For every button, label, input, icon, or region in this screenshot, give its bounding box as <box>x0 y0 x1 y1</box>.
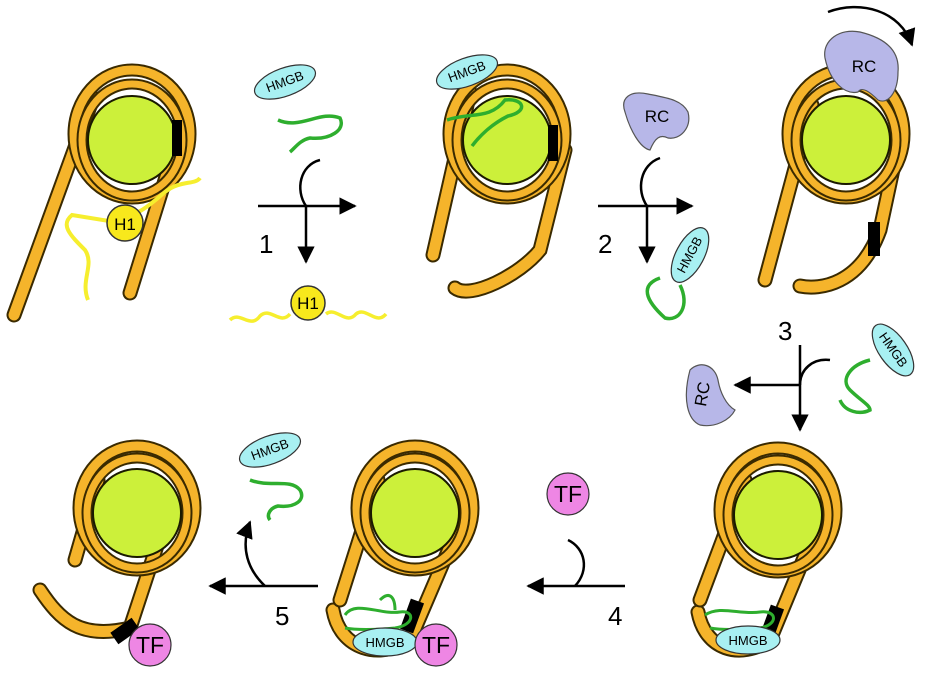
nucleosome-hmgb-tf: HMGB TF <box>333 446 473 666</box>
step-3-reaction: 3 <box>735 316 830 430</box>
step-4-label: 4 <box>608 601 622 631</box>
tf-label: TF <box>554 481 582 507</box>
nucleosome-rc-bound: RC <box>765 7 912 287</box>
hmgb-released-3: HMGB <box>840 317 922 412</box>
svg-text:TF: TF <box>136 632 164 658</box>
h1-released: H1 <box>230 286 386 321</box>
svg-text:TF: TF <box>422 632 450 658</box>
nucleosome-with-h1: H1 <box>14 70 200 315</box>
rc-bound-label: RC <box>852 57 877 76</box>
step-5-label: 5 <box>275 601 289 631</box>
hmgb-released-2: HMGB <box>647 222 716 319</box>
tf-incoming: TF <box>547 473 589 515</box>
svg-text:HMGB: HMGB <box>366 635 405 650</box>
hmgb-released-5: HMGB <box>235 426 305 520</box>
nucleosome-hmgb-repositioned: HMGB <box>698 448 836 654</box>
rc-label: RC <box>645 107 670 126</box>
dna-marker <box>548 125 558 161</box>
dna-marker <box>172 120 182 156</box>
step-2-label: 2 <box>598 229 612 259</box>
nucleosome-hmgb-bound: HMGB <box>432 48 565 291</box>
dna-marker <box>868 222 880 256</box>
step-1-reaction: 1 <box>258 160 355 262</box>
nucleosome-tf-bound: TF <box>40 446 195 666</box>
step-2-reaction: 2 <box>598 158 692 262</box>
rc-incoming: RC <box>624 93 689 150</box>
step-5-reaction: 5 <box>210 522 318 631</box>
step-4-reaction: 4 <box>528 540 625 631</box>
h1-released-label: H1 <box>297 294 319 313</box>
svg-text:HMGB: HMGB <box>729 633 768 648</box>
step-3-label: 3 <box>778 316 792 346</box>
h1-protein: H1 <box>107 205 143 241</box>
rc-released: RC <box>686 365 735 426</box>
step-1-label: 1 <box>259 229 273 259</box>
h1-label: H1 <box>114 215 136 234</box>
hmgb-incoming-1: HMGB <box>250 58 341 152</box>
